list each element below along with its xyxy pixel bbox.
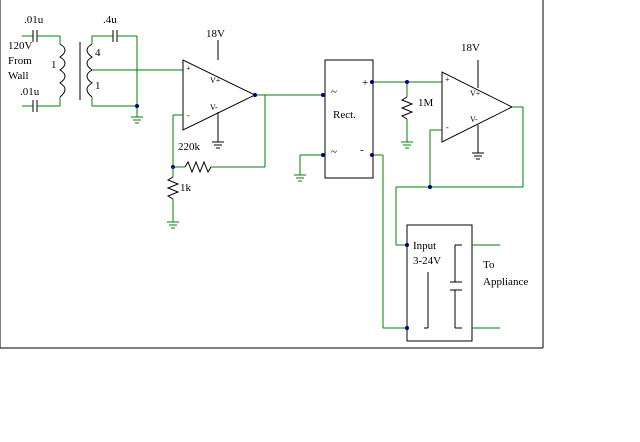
op-amp-1 <box>173 40 322 163</box>
output-module <box>406 224 500 342</box>
label-source-from: From <box>8 55 32 67</box>
label-opamp2-vminus: V- <box>470 115 478 124</box>
label-secondary-top-turns: 4 <box>95 47 101 59</box>
label-c2: .01u <box>20 86 40 98</box>
label-rect-plus: + <box>362 77 368 89</box>
label-source-voltage: 120V <box>8 40 33 52</box>
label-opamp1-vminus: V- <box>210 103 218 112</box>
label-c3: .4u <box>103 14 117 26</box>
label-rect-ac-top: ~ <box>331 86 337 98</box>
junction-dot <box>321 153 325 157</box>
junction-dot <box>370 80 374 84</box>
label-supply-1: 18V <box>206 28 225 40</box>
label-module-input: Input <box>413 240 436 252</box>
label-r-feedback: 220k <box>178 141 201 153</box>
capacitor-c3 <box>112 30 138 117</box>
label-opamp1-minus: - <box>187 111 190 120</box>
label-module-range: 3-24V <box>413 255 441 267</box>
junction-dot <box>428 185 432 189</box>
label-secondary-bottom-turns: 1 <box>95 80 101 92</box>
junction-dot <box>370 153 374 157</box>
resistor-220k <box>172 115 266 174</box>
schematic-frame <box>0 0 544 349</box>
label-rect-ac-bottom: ~ <box>331 146 337 158</box>
resistor-1m <box>400 82 414 149</box>
label-primary-turns: 1 <box>51 59 57 71</box>
transformer <box>59 35 183 107</box>
capacitor-c1 <box>22 30 61 44</box>
junction-dot <box>321 93 325 97</box>
label-r-load: 1M <box>418 97 434 109</box>
label-opamp1-vplus: V+ <box>210 76 221 85</box>
ground-symbol <box>131 116 143 124</box>
label-c1: .01u <box>24 14 44 26</box>
label-opamp1-plus: + <box>186 64 191 73</box>
label-r-ground: 1k <box>180 182 192 194</box>
junction-dot <box>135 104 139 108</box>
label-rect-minus: - <box>360 144 364 156</box>
label-output-to: To <box>483 259 495 271</box>
label-source-wall: Wall <box>8 70 29 82</box>
junction-dot <box>405 326 409 330</box>
junction-dot <box>405 243 409 247</box>
label-supply-2: 18V <box>461 42 480 54</box>
label-output-appliance: Appliance <box>483 276 528 288</box>
label-opamp2-plus: + <box>445 75 450 84</box>
junction-dot <box>253 93 257 97</box>
resistor-1k <box>166 167 180 229</box>
op-amp-2 <box>395 60 524 246</box>
capacitor-c2 <box>22 97 61 112</box>
label-rectifier: Rect. <box>333 109 356 121</box>
junction-dot <box>405 80 409 84</box>
label-opamp2-vplus: V+ <box>470 89 481 98</box>
label-opamp2-minus: - <box>446 123 449 132</box>
